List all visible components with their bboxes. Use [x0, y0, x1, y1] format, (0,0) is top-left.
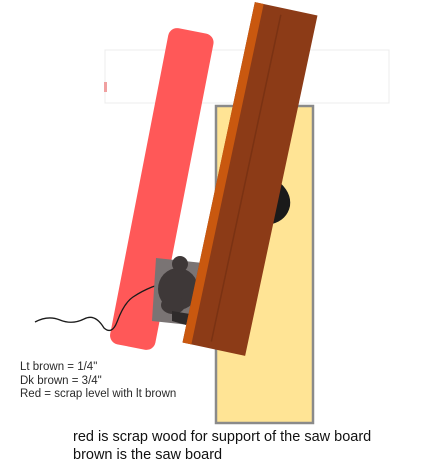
legend-light-brown: Lt brown = 1/4": [20, 361, 98, 373]
circular-saw-icon: [152, 256, 203, 326]
faint-rectangle-mark: [104, 82, 107, 92]
caption-line-2: brown is the saw board: [73, 446, 223, 463]
legend: Lt brown = 1/4" Dk brown = 3/4" Red = sc…: [20, 361, 176, 402]
power-cord-icon: [34, 284, 167, 332]
legend-dark-brown: Dk brown = 3/4": [20, 374, 102, 387]
legend-red: Red = scrap level with lt brown: [20, 388, 177, 400]
dark-brown-board-edge: [182, 2, 264, 345]
caption: red is scrap wood for support of the saw…: [73, 429, 371, 464]
dark-brown-board-grain: [210, 14, 282, 342]
dark-brown-board: [182, 2, 318, 356]
red-scrap-strip: [110, 28, 214, 350]
caption-line-1: red is scrap wood for support of the saw…: [73, 429, 372, 445]
